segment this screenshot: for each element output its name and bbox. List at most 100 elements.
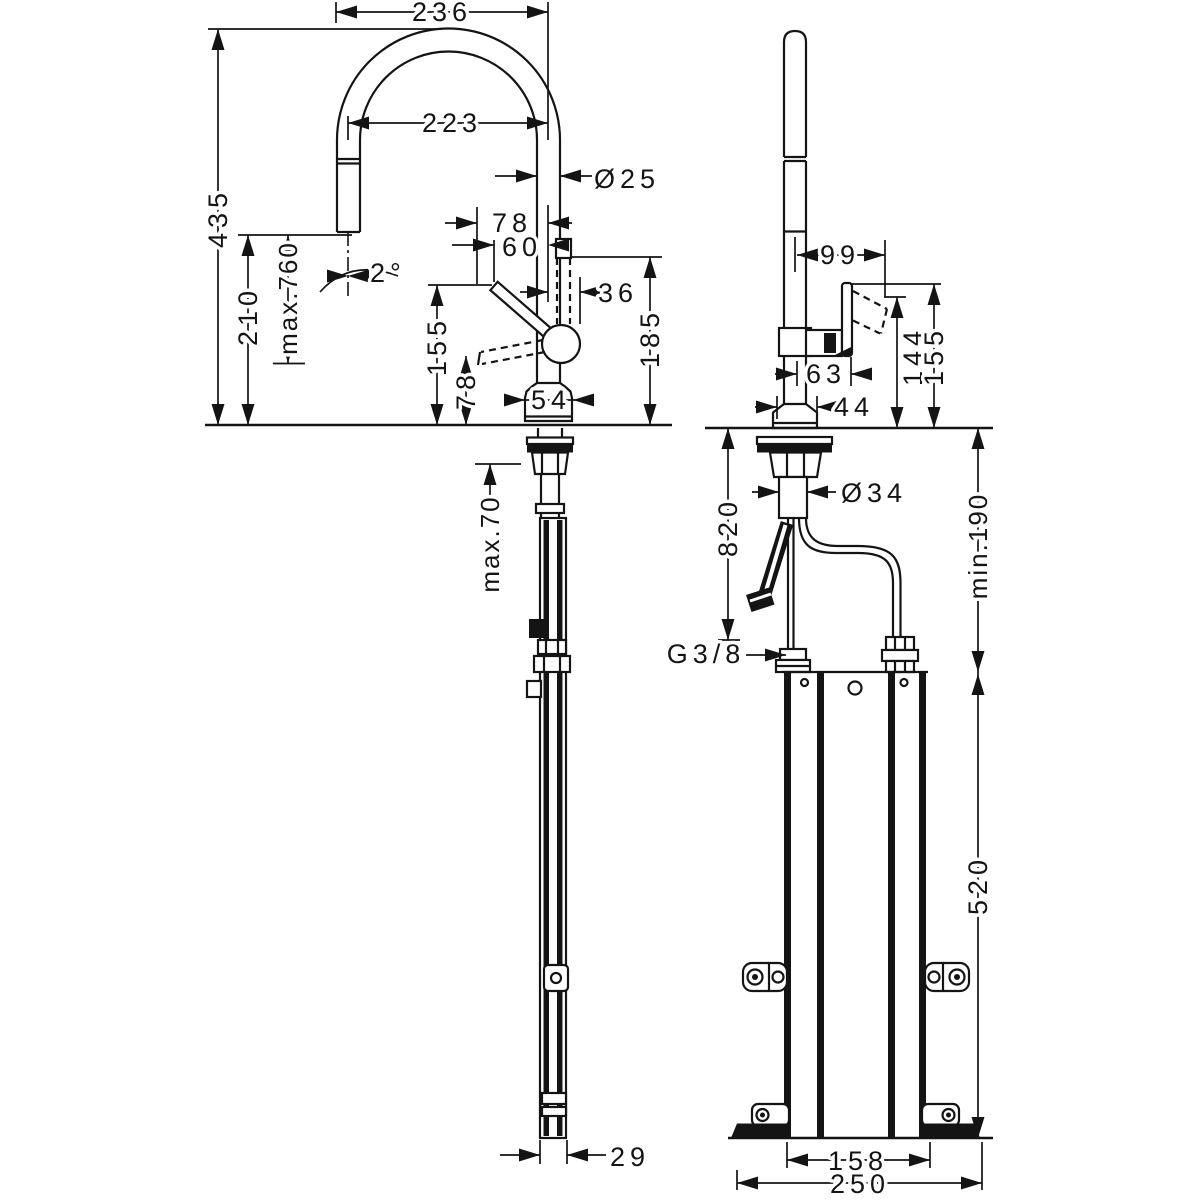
handle-lever-alt-dashed [480,338,546,366]
dim-arrowhead [797,248,818,262]
dim-arrowhead [961,1176,982,1190]
dim-arrowhead [890,297,904,318]
dim-arrowhead [971,651,985,672]
dim-arrowhead [721,428,735,449]
box-hole [899,677,909,688]
dim-label-158: 158 [828,1146,888,1176]
foot-right [920,1102,980,1138]
hose-end-fitting [540,1091,568,1106]
dim-arrowhead [758,485,779,499]
box-rail [919,672,926,1138]
dim-arrowhead [241,404,255,425]
dim-label-223: 223 [422,108,482,138]
dim-label-2deg: 2° [370,258,406,288]
dimension-labels: 236 223 435 210 max.760 2° Ø25 78 60 36 … [200,0,997,1200]
dim-arrowhead [527,5,548,19]
handle-alt-dashed-front [852,290,889,335]
shank-d34 [777,475,809,520]
dim-label-435: 435 [203,188,233,248]
docked-hose-dashed [555,258,572,324]
dim-label-78-top: 78 [492,208,532,238]
box-rail [817,672,824,1138]
dim-arrowhead [527,285,548,299]
mounting-nut-front [768,451,823,479]
faucet-base [523,381,574,423]
dim-arrowhead [765,648,786,662]
right-view-front-profile [705,29,993,1140]
column-front [782,29,808,404]
base-front [771,402,819,430]
mounting-nut [530,451,570,476]
dim-arrowhead [211,29,225,50]
dim-label-54: 54 [531,385,571,415]
foot-left [731,1102,791,1138]
dim-arrowhead [348,269,369,283]
dim-label-29: 29 [610,1142,650,1172]
box-rail [784,672,791,1138]
dim-arrowhead [459,356,473,377]
side-clamp-right [923,961,971,993]
box-hole [799,677,810,688]
dim-label-155-left: 155 [422,316,452,376]
dim-label-36: 36 [598,278,638,308]
dim-arrowhead [573,393,594,407]
side-clamp-left [741,961,789,993]
washer-plate-front [755,435,834,446]
dim-arrowhead [909,1153,930,1167]
dim-arrowhead [971,428,985,449]
hose-side-tab [525,679,543,699]
dim-label-min190: min.190 [963,493,993,600]
dim-label-max70: max.70 [475,495,505,592]
dim-arrowhead [327,269,348,283]
dim-label-g38: G3/8 [667,639,746,669]
dim-arrowhead [548,238,569,252]
dim-arrowhead [473,238,494,252]
dimension-arrowheads [211,5,985,1190]
dim-arrowhead [927,284,941,305]
dim-arrowhead [807,485,828,499]
hose-elbow-fitting [529,619,549,638]
dim-arrowhead [548,216,569,230]
dim-arrowhead [851,367,872,381]
dim-arrowhead [817,400,838,414]
handle-pivot [540,323,582,365]
dim-arrowhead [483,464,497,485]
dim-arrowhead [336,5,357,19]
dim-arrowhead [864,248,885,262]
dim-label-dia25: Ø25 [594,164,660,194]
dim-arrowhead [348,116,369,130]
dim-arrowhead [643,404,657,425]
dim-arrowhead [643,257,657,278]
dim-label-250: 250 [830,1169,890,1199]
g38-fitting-right [884,635,916,652]
washer-plate [525,436,575,446]
dim-arrowhead [756,400,777,414]
dim-arrowhead [504,393,525,407]
dim-arrowhead [456,216,477,230]
angle-leader [319,269,399,293]
dim-label-520: 520 [963,855,993,915]
dim-label-63: 63 [806,359,846,389]
dim-arrowhead [721,619,735,640]
dim-label-dia34: Ø34 [841,478,907,508]
dim-label-44: 44 [834,392,874,422]
dim-label-155-right: 155 [919,326,949,386]
dim-arrowhead [890,407,904,428]
dim-arrowhead [211,404,225,425]
dim-arrowhead [580,285,601,299]
dim-label-144: 144 [898,326,928,386]
dim-label-185: 185 [635,308,665,368]
box-hole [847,680,863,696]
dim-label-99: 99 [820,240,860,270]
dim-label-236: 236 [412,0,472,27]
box-rail [888,672,895,1138]
dim-label-78-side: 78 [451,370,481,410]
dim-arrowhead [927,407,941,428]
dim-arrowhead [430,404,444,425]
dim-arrowhead [567,1148,588,1162]
dim-arrowhead [430,285,444,306]
dim-arrowhead [516,169,537,183]
shank-collar [534,502,566,515]
